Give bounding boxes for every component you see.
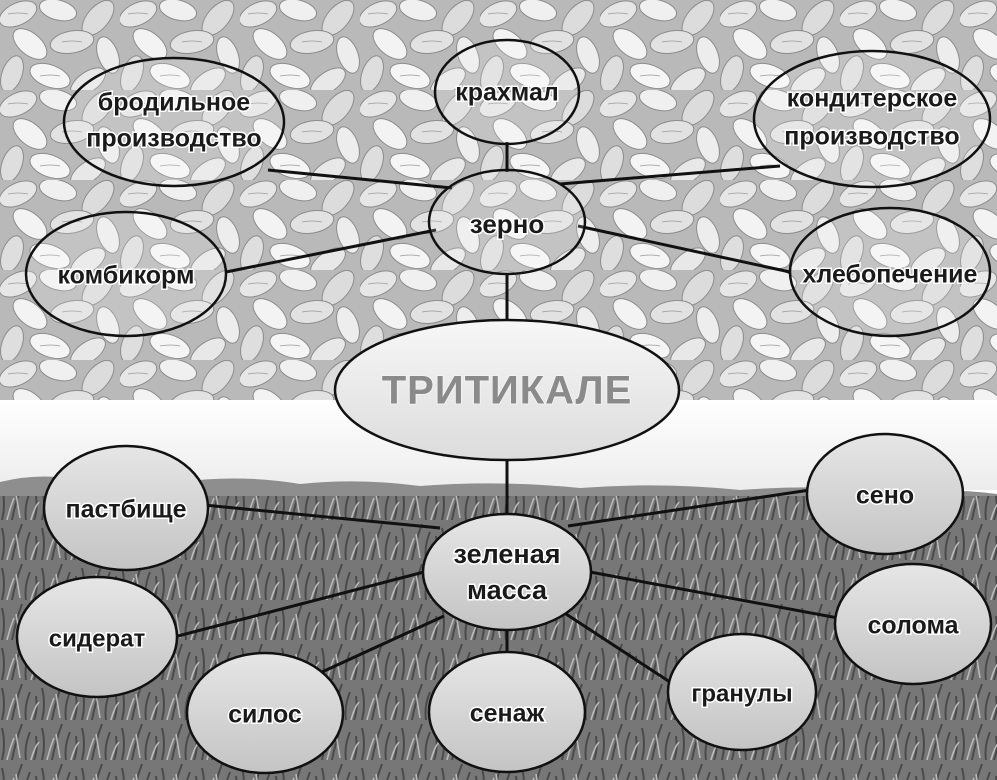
node-haylage-label: сенаж bbox=[470, 700, 545, 728]
node-starch: крахмал bbox=[435, 40, 579, 144]
green-hub: зеленая масса bbox=[423, 514, 591, 630]
node-silage: силос bbox=[187, 653, 343, 773]
node-confectionery: кондитерское производство bbox=[754, 51, 990, 187]
green-hub-line1: зеленая bbox=[454, 539, 561, 569]
node-pasture-label: пастбище bbox=[66, 496, 187, 524]
node-pasture: пастбище bbox=[44, 446, 208, 570]
node-hay: сено bbox=[807, 434, 963, 554]
node-green-manure-label: сидерат bbox=[49, 625, 146, 652]
node-baking: хлебопечение bbox=[790, 208, 990, 336]
node-brewing-line2: производство bbox=[86, 125, 261, 153]
node-confectionery-line1: кондитерское bbox=[787, 85, 958, 113]
node-brewing: бродильное производство bbox=[64, 58, 284, 186]
node-green-manure: сидерат bbox=[17, 577, 177, 697]
center-node: ТРИТИКАЛЕ bbox=[335, 320, 679, 460]
node-brewing-line1: бродильное bbox=[98, 89, 251, 117]
node-feed: комбикорм bbox=[26, 212, 226, 336]
center-title: ТРИТИКАЛЕ bbox=[382, 369, 633, 413]
node-starch-label: крахмал bbox=[455, 79, 559, 107]
node-baking-label: хлебопечение bbox=[803, 261, 978, 289]
node-hay-label: сено bbox=[856, 482, 914, 510]
node-pellets: гранулы bbox=[668, 634, 816, 750]
node-silage-label: силос bbox=[228, 701, 302, 729]
node-pellets-label: гранулы bbox=[691, 680, 792, 707]
node-feed-label: комбикорм bbox=[58, 262, 195, 290]
green-hub-line2: масса bbox=[467, 575, 548, 605]
node-straw-label: солома bbox=[867, 612, 959, 640]
node-straw: солома bbox=[835, 564, 991, 684]
node-haylage: сенаж bbox=[429, 652, 585, 772]
grain-hub: зерно bbox=[429, 170, 585, 274]
grain-hub-label: зерно bbox=[470, 209, 545, 239]
node-confectionery-line2: производство bbox=[784, 123, 959, 151]
